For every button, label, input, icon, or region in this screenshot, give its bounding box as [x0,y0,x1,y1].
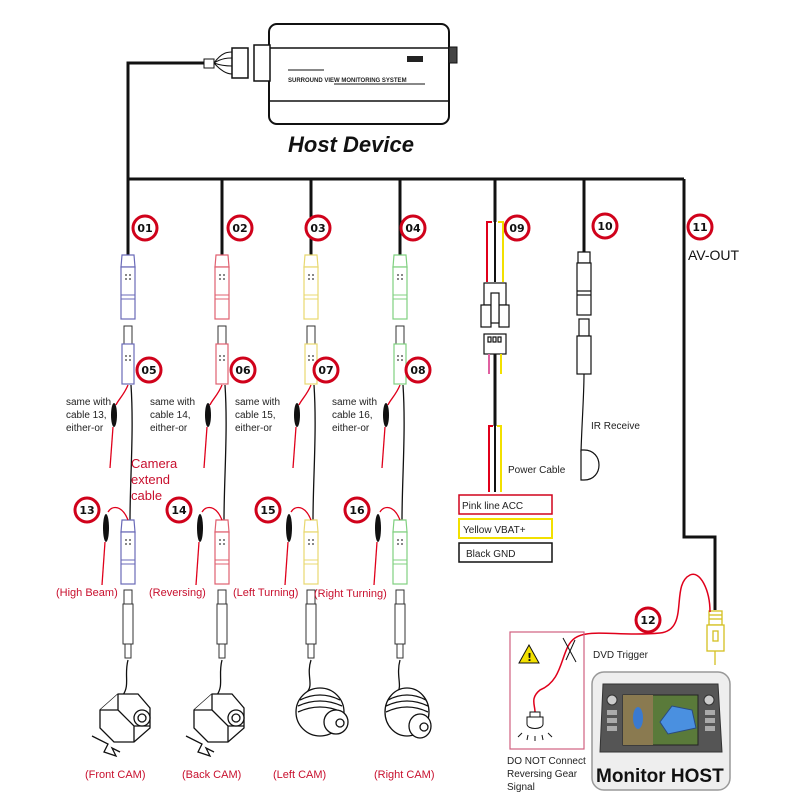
camera-harness-column-1 [101,254,136,659]
host-device-title: Host Device [288,132,414,157]
cut-mark-icon [562,637,577,663]
svg-text:cable 13,: cable 13, [66,410,107,421]
warning-box [509,631,585,750]
left-cam-label: (Left CAM) [273,769,326,781]
rca-connector [706,610,725,665]
badge-number: 02 [232,222,247,235]
signal-left-turning: (Left Turning) [233,587,298,599]
badge-number: 04 [405,222,421,235]
svg-text:!: ! [527,651,532,664]
ir-receive-label: IR Receive [591,421,640,432]
badge-number: 12 [640,614,655,627]
note-cable-16: same with cable 16, either-or [332,397,377,434]
av-out-label: AV-OUT [688,247,740,263]
badge-16: 16 [343,496,371,524]
svg-text:cable: cable [131,488,162,503]
badge-number: 11 [692,221,707,234]
badge-number: 06 [235,364,251,377]
signal-high-beam: (High Beam) [56,587,118,599]
badge-11: 11 [686,213,714,241]
badge-02: 02 [226,214,254,242]
do-not-connect-warning: DO NOT Connect Reversing Gear Signal [507,756,586,793]
note-cable-14: same with cable 14, either-or [150,397,195,434]
power-cable [480,221,510,492]
back-cam-label: (Back CAM) [182,769,241,781]
right-camera: (Right CAM) [374,659,435,781]
badge-number: 15 [260,504,275,517]
badge-05: 05 [135,356,163,384]
camera-extend-cable-label: Camera extend cable [131,456,178,503]
svg-text:same with: same with [66,397,111,408]
front-cam-label: (Front CAM) [85,769,146,781]
svg-text:either-or: either-or [66,423,104,434]
badge-01: 01 [131,214,159,242]
badge-03: 03 [304,214,332,242]
legend-gnd: Black GND [466,549,515,560]
main-harness [126,61,717,610]
badge-number: 03 [310,222,325,235]
badge-number: 14 [171,504,187,517]
power-cable-label: Power Cable [508,465,566,476]
svg-text:cable 16,: cable 16, [332,410,373,421]
monitor-host-label: Monitor HOST [596,766,724,787]
camera-harness-column-4 [373,254,408,659]
svg-text:either-or: either-or [150,423,188,434]
svg-text:Camera: Camera [131,456,178,471]
badge-12: 12 [634,606,662,634]
back-camera: (Back CAM) [182,659,245,781]
svg-text:same with: same with [235,397,280,408]
note-cable-13: same with cable 13, either-or [66,397,111,434]
note-cable-15: same with cable 15, either-or [235,397,280,434]
system-label: SURROUND VIEW MONITORING SYSTEM [288,78,407,84]
svg-text:DO NOT Connect: DO NOT Connect [507,756,586,767]
signal-reversing: (Reversing) [149,587,206,599]
reverse-light-icon [517,711,553,741]
svg-text:either-or: either-or [332,423,370,434]
left-camera: (Left CAM) [273,659,349,781]
svg-text:same with: same with [332,397,377,408]
badge-09: 09 [503,214,531,242]
badge-number: 16 [349,504,365,517]
badge-number: 10 [597,220,613,233]
host-device: SURROUND VIEW MONITORING SYSTEM Host Dev… [203,23,458,157]
camera-harness-column-2 [195,254,230,659]
badge-number: 01 [137,222,152,235]
dvd-trigger-wire [533,573,711,713]
badge-number: 07 [318,364,333,377]
dvd-trigger-label: DVD Trigger [593,650,649,661]
badge-14: 14 [165,496,193,524]
legend-vbat: Yellow VBAT+ [463,525,526,536]
svg-text:cable 14,: cable 14, [150,410,191,421]
badge-13: 13 [73,496,101,524]
svg-text:extend: extend [131,472,170,487]
warning-icon: ! [518,643,540,664]
badge-08: 08 [404,356,432,384]
badge-number: 13 [79,504,94,517]
right-cam-label: (Right CAM) [374,769,435,781]
legend-acc: Pink line ACC [462,501,523,512]
svg-text:Reversing Gear: Reversing Gear [507,769,578,780]
badge-15: 15 [254,496,282,524]
badge-04: 04 [399,214,427,242]
ir-receiver [576,251,600,481]
badge-number: 09 [509,222,524,235]
svg-text:same with: same with [150,397,195,408]
monitor-host: Monitor HOST [591,671,731,791]
power-legend: Pink line ACC Yellow VBAT+ Black GND [458,494,553,563]
badge-06: 06 [229,356,257,384]
signal-right-turning: (Right Turning) [314,588,387,600]
badge-07: 07 [312,356,340,384]
badge-number: 08 [410,364,425,377]
svg-text:either-or: either-or [235,423,273,434]
badge-10: 10 [591,212,619,240]
front-camera: (Front CAM) [85,659,151,781]
badge-number: 05 [141,364,156,377]
svg-text:Signal: Signal [507,782,535,793]
svg-text:cable 15,: cable 15, [235,410,276,421]
